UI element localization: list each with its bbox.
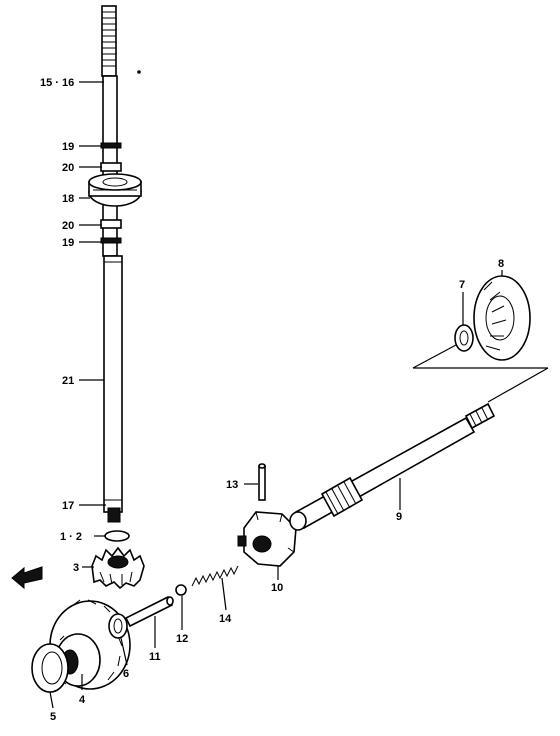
drive-shaft: [100, 5, 123, 523]
callout-5: 5: [50, 711, 56, 723]
callout-10: 10: [271, 582, 283, 594]
shim-washer: [104, 530, 130, 542]
marker-dot: [137, 70, 141, 74]
callout-3: 3: [73, 562, 79, 574]
callout-14: 14: [219, 613, 232, 625]
callout-20-upper: 20: [62, 162, 74, 174]
leader-lines: [49, 81, 503, 709]
callout-17: 17: [62, 500, 74, 512]
callout-9: 9: [396, 511, 402, 523]
callout-18: 18: [62, 193, 74, 205]
pinion-gear: [91, 546, 145, 590]
callout-19-upper: 19: [62, 141, 74, 153]
clutch-dog: [237, 511, 297, 567]
detent-ball: [175, 584, 187, 596]
spring: [191, 565, 239, 587]
forward-bevel-gear: [473, 275, 531, 361]
callout-21: 21: [62, 375, 74, 387]
assembly-reference-lines: [412, 344, 549, 403]
clutch-pin: [258, 463, 266, 501]
callout-8: 8: [498, 258, 504, 270]
propeller-shaft: [289, 402, 496, 531]
callout-15-16: 15 · 16: [40, 77, 74, 89]
callout-20-lower: 20: [62, 220, 74, 232]
callout-13: 13: [226, 479, 238, 491]
bearing: [88, 173, 142, 207]
callout-1-2: 1 · 2: [60, 531, 82, 543]
callout-11: 11: [149, 651, 161, 663]
callout-4: 4: [79, 694, 86, 706]
shift-pin: [124, 595, 174, 628]
forward-arrow-icon: [11, 566, 43, 590]
callout-6: 6: [123, 668, 129, 680]
thrust-washer-6: [108, 613, 128, 639]
callout-19-lower: 19: [62, 237, 74, 249]
callout-12: 12: [176, 633, 188, 645]
shim-5: [31, 643, 69, 693]
thrust-washer-7: [454, 324, 474, 352]
callout-7: 7: [459, 279, 465, 291]
